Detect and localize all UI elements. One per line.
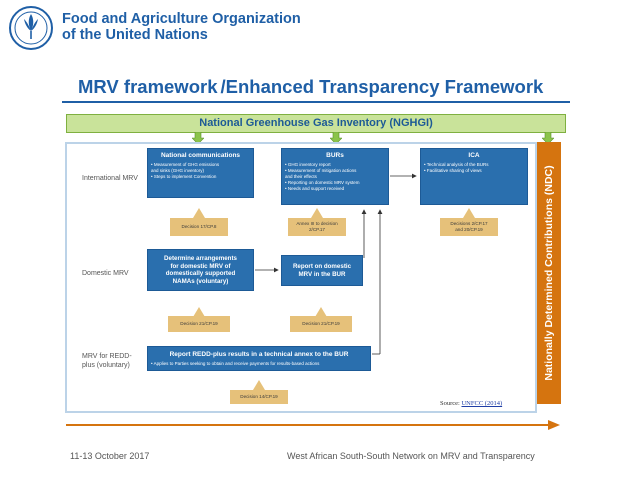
source-link[interactable]: UNFCC (2014) bbox=[461, 400, 503, 407]
natcom-item: and sinks (GHG inventory) bbox=[151, 167, 205, 173]
decision-badge: Annex III to decision 2/CP.17 bbox=[288, 218, 346, 236]
ica-title: ICA bbox=[468, 152, 480, 159]
green-arrow-down-icon bbox=[542, 132, 554, 144]
burs-item: and their effects bbox=[285, 173, 317, 179]
ndc-bar: Nationally Determined Contributions (NDC… bbox=[537, 142, 561, 404]
timeline-arrow-icon bbox=[548, 420, 560, 430]
redd-item: • Applies to Parties seeking to obtain a… bbox=[151, 360, 320, 366]
redd-plus-report-box: Report REDD-plus results in a technical … bbox=[147, 346, 371, 371]
tan-arrow-up-icon bbox=[193, 208, 205, 218]
decision-line: 2/CP.17 bbox=[308, 227, 325, 232]
report-domestic-mrv-box: Report on domestic MRV in the BUR bbox=[281, 255, 363, 286]
burs-items: • GHG inventory report • Measurement of … bbox=[282, 162, 388, 192]
decision-badge: Decisions 2/CP.17 and 20/CP.19 bbox=[440, 218, 498, 236]
redd-title: Report REDD-plus results in a technical … bbox=[169, 351, 349, 358]
title-left: MRV framework bbox=[78, 76, 218, 97]
row-label-redd-line1: MRV for REDD- bbox=[82, 353, 132, 360]
ica-box: ICA • Technical analysis of the BURs • F… bbox=[420, 148, 528, 205]
report-domestic-line: MRV in the BUR bbox=[298, 270, 346, 278]
org-line-1: Food and Agriculture Organization bbox=[62, 11, 301, 27]
decision-badge: Decision 21/CP.19 bbox=[290, 316, 352, 332]
slide-title: MRV framework/Enhanced Transparency Fram… bbox=[78, 76, 543, 98]
natcom-item: • Steps to implement Convention bbox=[151, 173, 217, 179]
ica-item: • Technical analysis of the BURs bbox=[424, 161, 489, 167]
report-domestic-line: Report on domestic bbox=[292, 263, 352, 270]
source-prefix: Source: bbox=[440, 400, 462, 407]
organization-name: Food and Agriculture Organization of the… bbox=[62, 11, 301, 43]
decision-line: Annex III to decision bbox=[296, 221, 338, 226]
row-label-redd-line2: plus (voluntary) bbox=[82, 362, 130, 369]
burs-item: • GHG inventory report bbox=[285, 161, 331, 167]
ndc-label: Nationally Determined Contributions (NDC… bbox=[543, 165, 555, 381]
national-communications-box: National communications • Measurement of… bbox=[147, 148, 254, 198]
green-arrow-down-icon bbox=[192, 132, 204, 144]
source-citation: Source: UNFCC (2014) bbox=[440, 400, 502, 407]
decision-badge: Decision 17/CP.8 bbox=[170, 218, 228, 236]
natcom-item: • Measurement of GHG emissions bbox=[151, 161, 220, 167]
decision-line: Decisions 2/CP.17 bbox=[450, 221, 488, 226]
row-label-international: International MRV bbox=[82, 175, 138, 182]
footer-date: 11-13 October 2017 bbox=[70, 451, 150, 461]
ica-items: • Technical analysis of the BURs • Facil… bbox=[421, 162, 527, 174]
decision-badge: Decision 14/CP.19 bbox=[230, 390, 288, 404]
domestic-arrangements-box: Determine arrangements for domestic MRV … bbox=[147, 249, 254, 291]
footer-event: West African South-South Network on MRV … bbox=[287, 451, 535, 461]
tan-arrow-up-icon bbox=[311, 208, 323, 218]
tan-arrow-up-icon bbox=[463, 208, 475, 218]
decision-line: and 20/CP.19 bbox=[455, 227, 483, 232]
tan-arrow-up-icon bbox=[193, 307, 205, 317]
burs-item: • Measurement of mitigation actions bbox=[285, 167, 357, 173]
org-line-2: of the United Nations bbox=[62, 27, 208, 43]
burs-title: BURs bbox=[326, 152, 344, 159]
burs-box: BURs • GHG inventory report • Measuremen… bbox=[281, 148, 389, 205]
tan-arrow-up-icon bbox=[253, 380, 265, 390]
title-right: Enhanced Transparency Framework bbox=[225, 76, 544, 97]
ica-item: • Facilitative sharing of views bbox=[424, 167, 482, 173]
nghgi-bar: National Greenhouse Gas Inventory (NGHGI… bbox=[66, 114, 566, 133]
domestic-arr-line: NAMAs (voluntary) bbox=[172, 277, 229, 285]
domestic-arr-line: for domestic MRV of bbox=[170, 262, 231, 270]
title-separator: / bbox=[220, 76, 226, 97]
domestic-arr-line: Determine arrangements bbox=[164, 255, 237, 262]
natcom-title: National communications bbox=[160, 152, 241, 159]
fao-logo-icon bbox=[9, 6, 53, 50]
decision-badge: Decision 21/CP.19 bbox=[168, 316, 230, 332]
burs-item: • Needs and support received bbox=[285, 185, 345, 191]
row-label-domestic: Domestic MRV bbox=[82, 270, 129, 277]
green-arrow-down-icon bbox=[330, 132, 342, 144]
natcom-items: • Measurement of GHG emissions and sinks… bbox=[148, 162, 253, 180]
domestic-arr-line: domestically supported bbox=[165, 270, 236, 277]
title-underline bbox=[62, 101, 570, 103]
row-label-redd: MRV for REDD- plus (voluntary) bbox=[82, 352, 132, 370]
burs-item: • Reporting on domestic MRV system bbox=[285, 179, 360, 185]
tan-arrow-up-icon bbox=[315, 307, 327, 317]
timeline-line bbox=[66, 424, 550, 426]
